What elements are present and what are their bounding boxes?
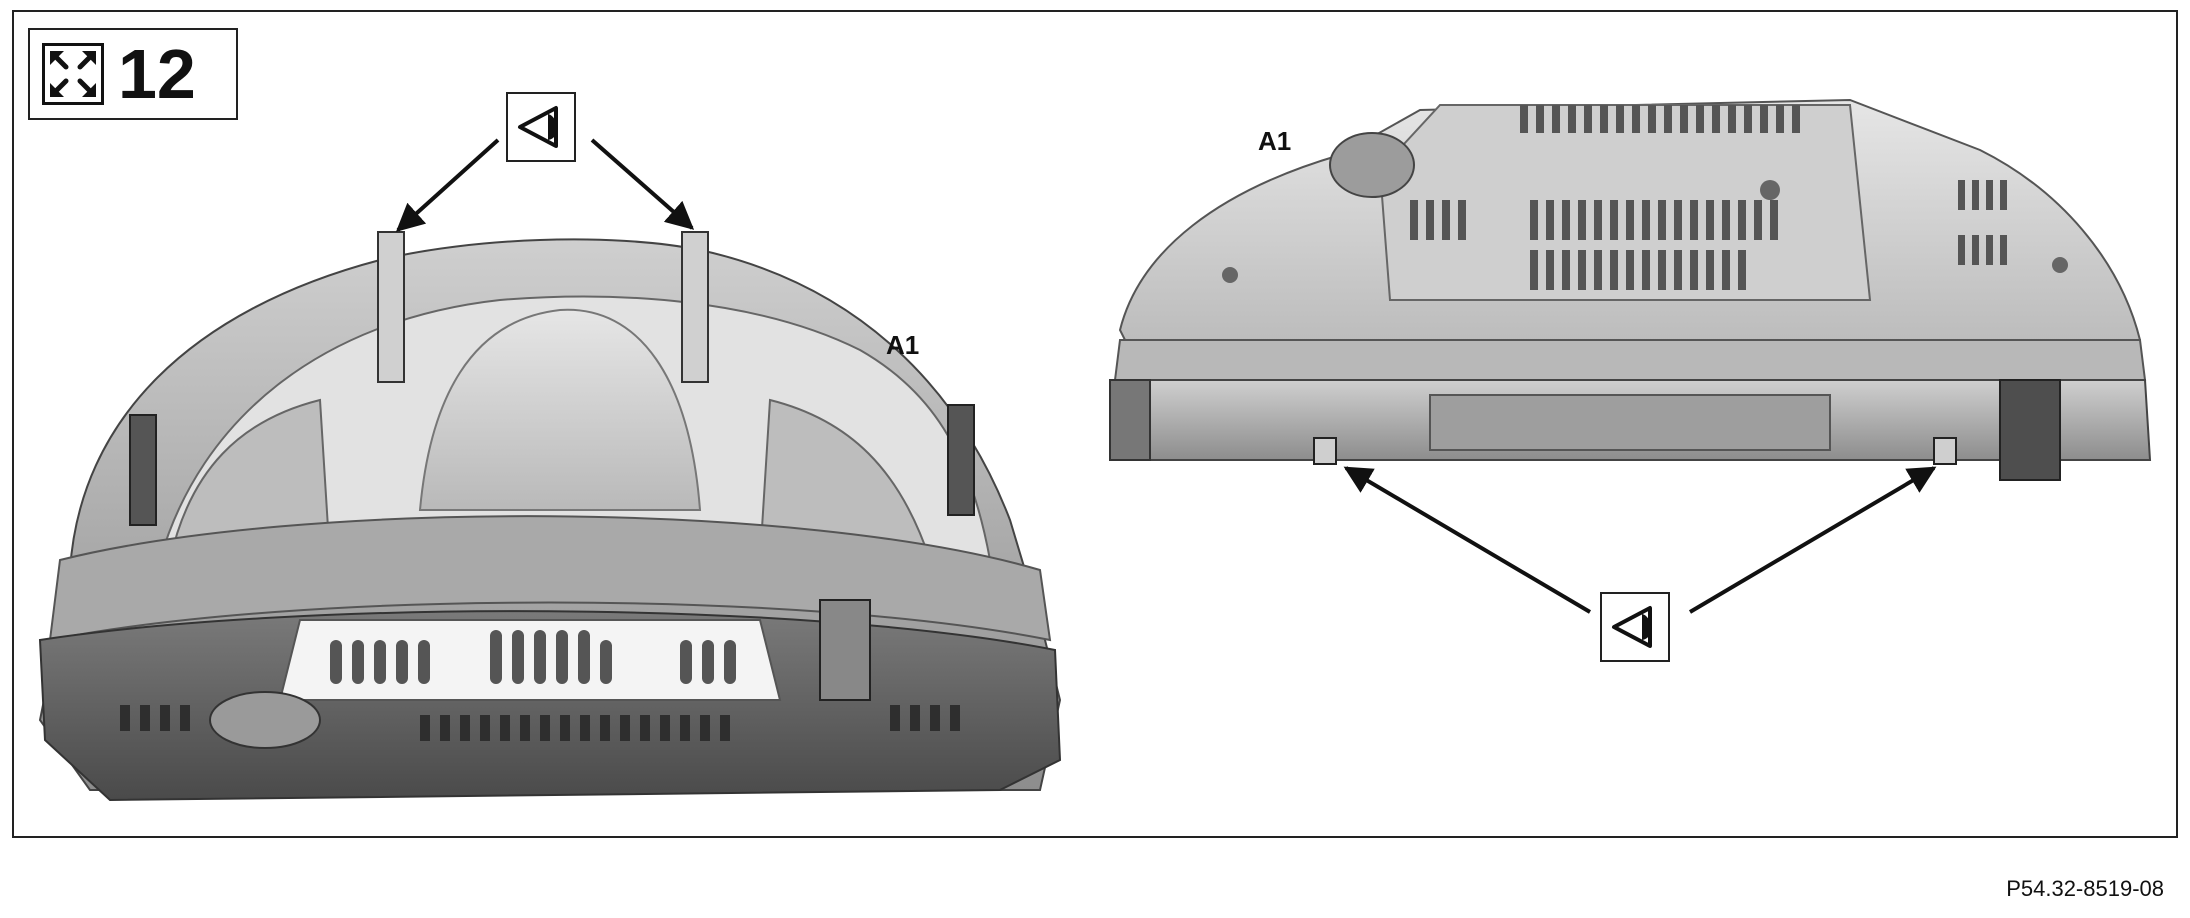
component-label-left: A1 (886, 330, 920, 360)
figure-code: P54.32-8519-08 (2006, 876, 2164, 901)
component-label-right: A1 (1258, 126, 1292, 156)
eye-icon (1600, 592, 1670, 662)
step-number: 12 (118, 35, 196, 113)
expand-arrows-icon (42, 43, 104, 105)
pointer-arrows (395, 138, 1937, 614)
left-cluster (38, 231, 1062, 802)
step-badge: 12 (28, 28, 238, 120)
right-cluster (1109, 98, 2152, 481)
eye-icon (506, 92, 576, 162)
